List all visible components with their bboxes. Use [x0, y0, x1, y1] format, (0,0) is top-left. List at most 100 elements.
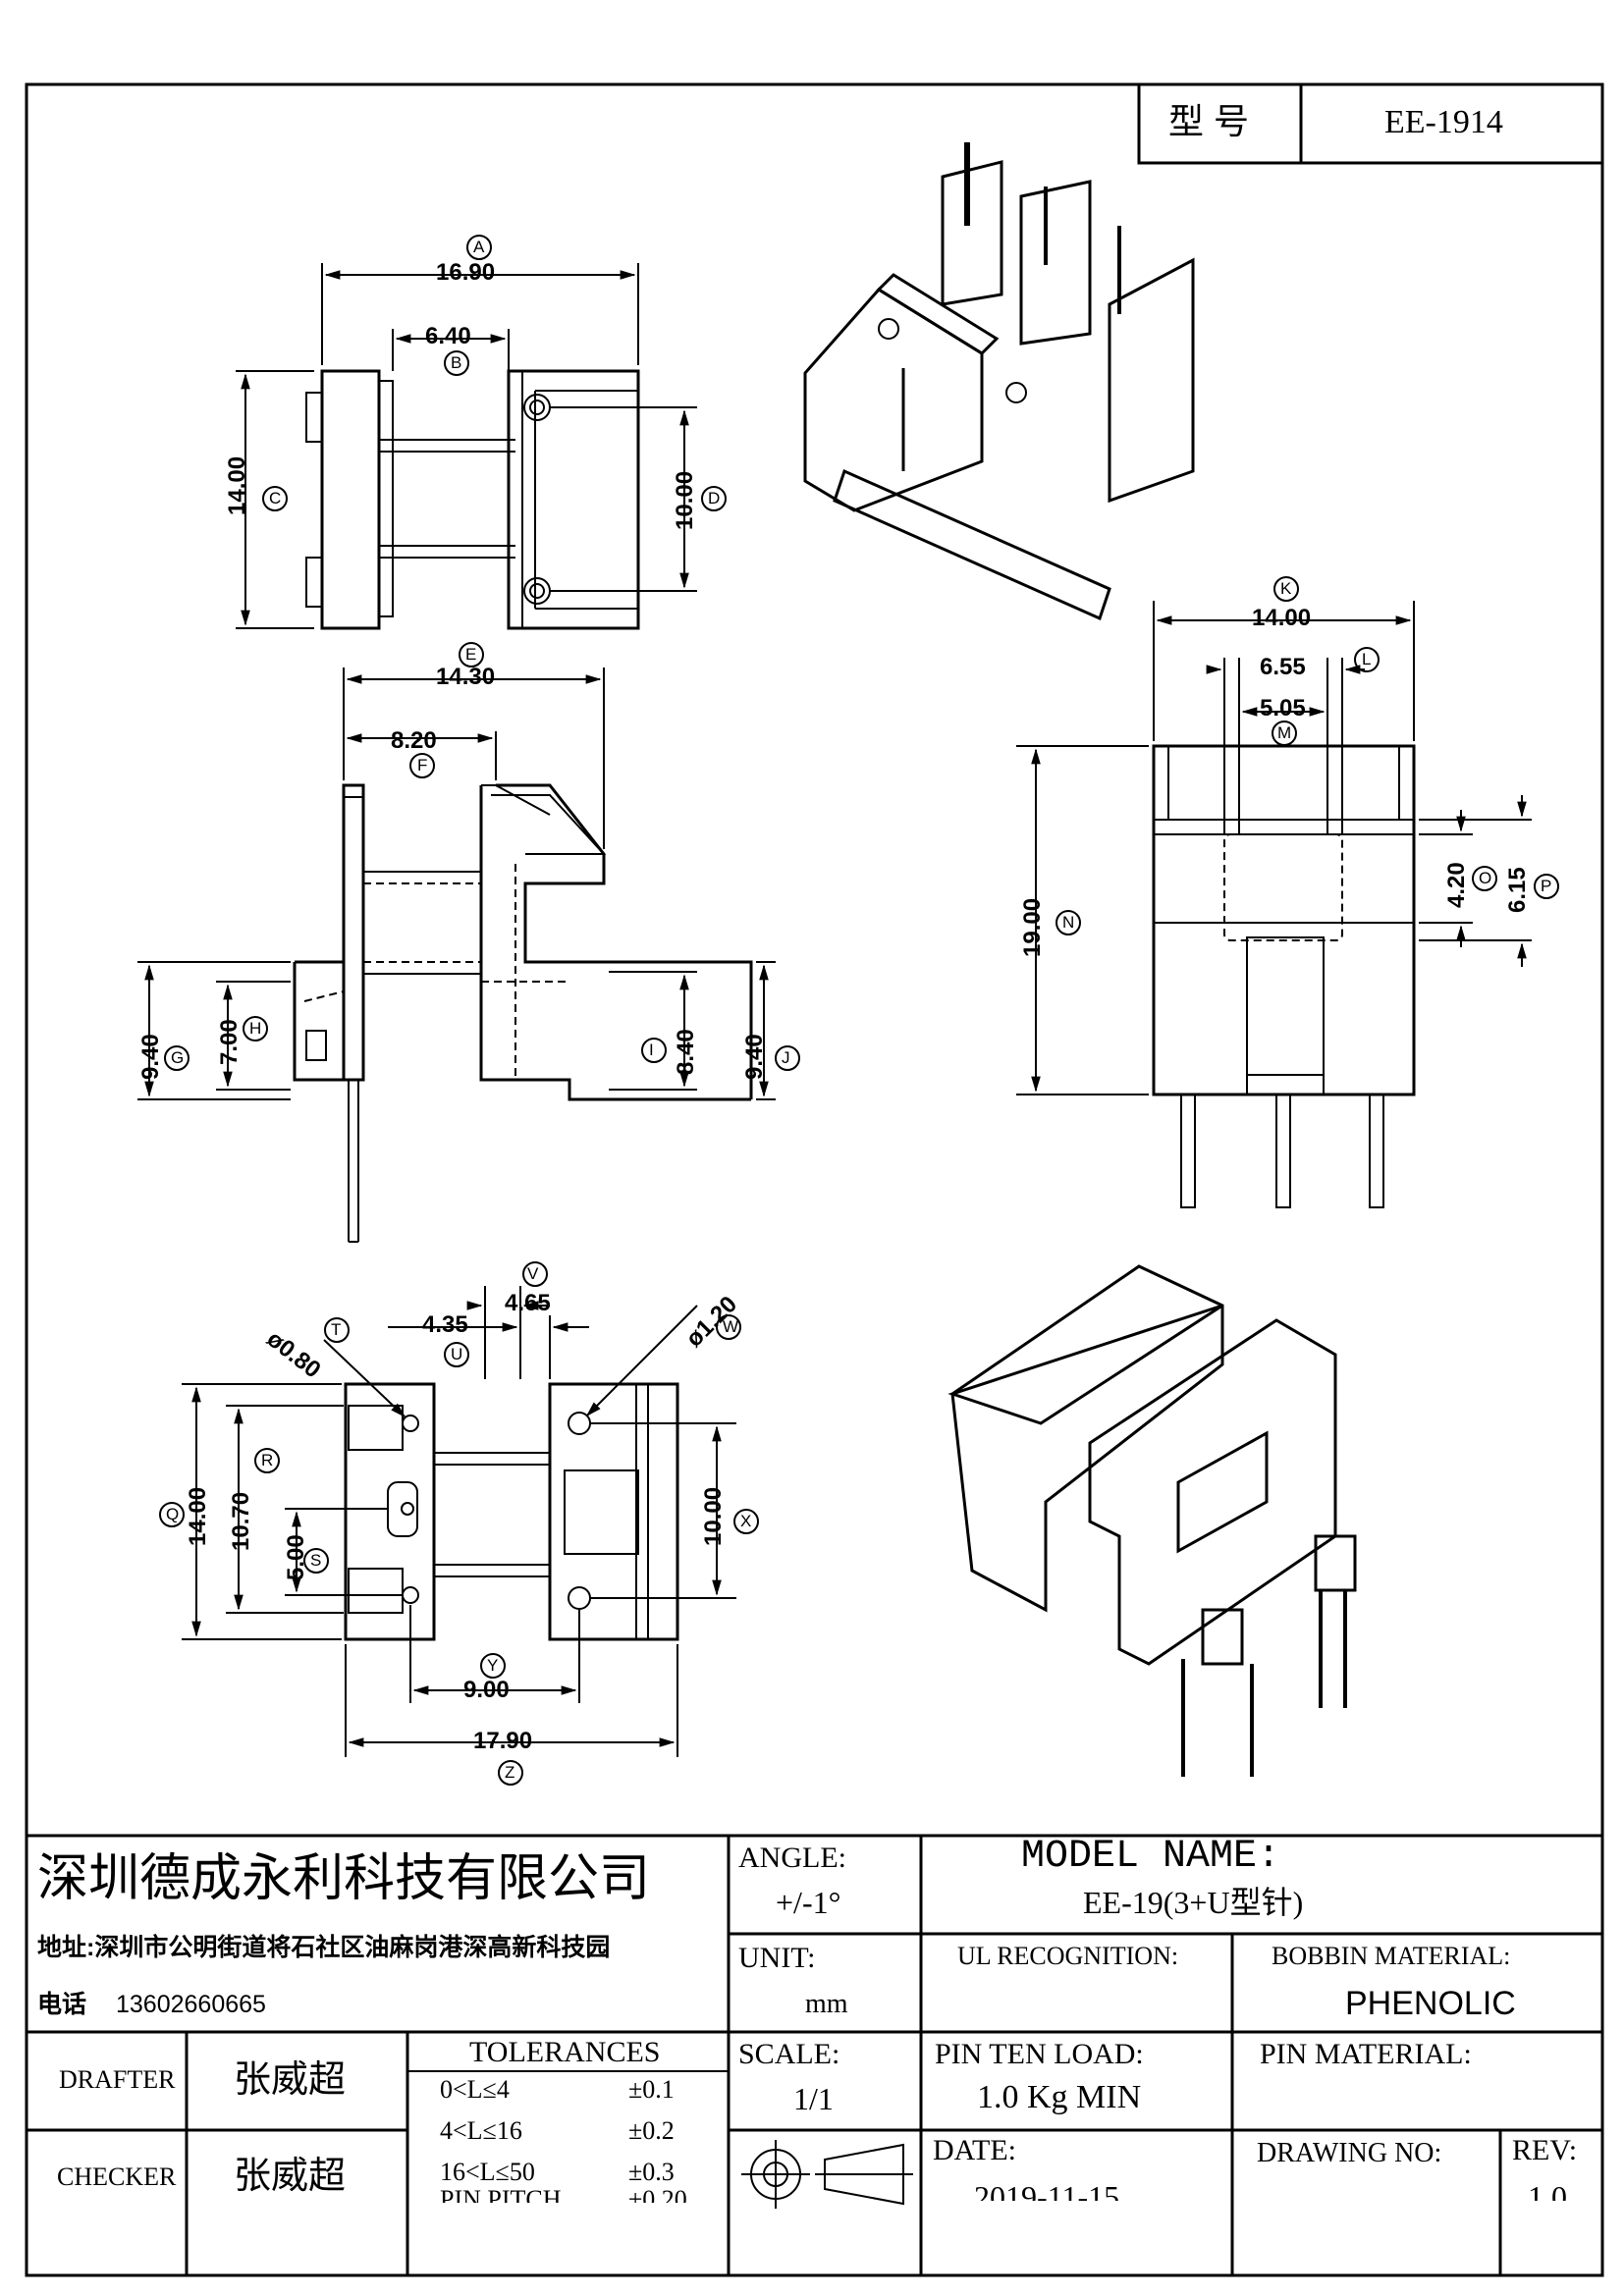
phone-label: 电话	[37, 1991, 87, 2018]
unit-value: mm	[805, 1989, 848, 2019]
angle-value: +/-1°	[776, 1885, 841, 1920]
pin-ten-load-value: 1.0 Kg MIN	[977, 2079, 1142, 2115]
dim-label-r: R	[261, 1451, 274, 1469]
tolerance-range: 16<L≤50	[440, 2158, 535, 2186]
dim-label-u: U	[451, 1345, 463, 1363]
checker-label: CHECKER	[57, 2163, 177, 2191]
pin-ten-load-label: PIN TEN LOAD:	[935, 2038, 1144, 2070]
model-header-box	[1137, 82, 1604, 165]
tolerance-range: 0<L≤4	[440, 2075, 510, 2104]
dim-label-d: D	[708, 489, 721, 507]
dim-label-v: V	[527, 1264, 539, 1283]
tolerance-value: ±0.20	[628, 2187, 687, 2203]
dim-value-v: 4.65	[505, 1290, 551, 1316]
dim-value-a: 16.90	[436, 259, 496, 286]
iso-view-top	[803, 142, 1195, 621]
rev-value: 1.0	[1528, 2181, 1567, 2201]
model-name-value: EE-19(3+U型针)	[1083, 1885, 1304, 1920]
dim-label-h: H	[249, 1019, 262, 1038]
date-value: 2019-11-15	[974, 2181, 1120, 2201]
unit-label: UNIT:	[738, 1942, 816, 1974]
scale-value: 1/1	[793, 2081, 834, 2116]
dim-value-u: 4.35	[422, 1311, 468, 1338]
dim-value-p: 6.15	[1504, 867, 1531, 913]
drafter-label: DRAFTER	[59, 2065, 176, 2094]
projection-symbol	[741, 2140, 913, 2209]
dim-value-h: 7.00	[216, 1019, 243, 1065]
dim-label-w: W	[723, 1317, 739, 1336]
rev-value-clip: 1.0	[1512, 2181, 1591, 2201]
dim-value-x: 10.00	[700, 1486, 727, 1546]
dim-value-b: 6.40	[425, 323, 471, 349]
dim-value-i: 8.40	[673, 1029, 699, 1075]
bobbin-material-value: PHENOLIC	[1345, 1985, 1516, 2022]
dim-value-d: 10.00	[672, 470, 698, 530]
dim-label-y: Y	[487, 1656, 499, 1675]
dim-label-p: P	[1541, 877, 1552, 895]
angle-label: ANGLE:	[738, 1842, 846, 1874]
tolerance-range: PIN PITCH	[440, 2187, 562, 2203]
drawing-no-label: DRAWING NO:	[1257, 2138, 1442, 2168]
dim-value-g: 9.40	[137, 1034, 164, 1080]
dim-label-a: A	[473, 238, 485, 256]
tolerances-label: TOLERANCES	[469, 2036, 661, 2068]
dim-value-e: 14.30	[436, 664, 496, 690]
dim-value-y: 9.00	[463, 1677, 510, 1703]
dim-label-t: T	[331, 1320, 342, 1339]
dim-label-s: S	[310, 1551, 322, 1570]
tolerances-table: 0<L≤4 ±0.1 4<L≤16 ±0.2 16<L≤50 ±0.3 PIN …	[412, 2073, 725, 2274]
phone-number: 13602660665	[116, 1991, 266, 2018]
dim-label-c: C	[269, 489, 282, 507]
tolerance-value: ±0.2	[628, 2116, 675, 2145]
dim-label-l: L	[1362, 650, 1372, 668]
dim-label-m: M	[1277, 723, 1292, 742]
model-value: EE-1914	[1384, 104, 1503, 140]
dim-label-x: X	[740, 1512, 752, 1530]
rev-label: REV:	[1512, 2134, 1578, 2166]
top-view-drawing	[305, 369, 640, 630]
scale-label: SCALE:	[738, 2038, 840, 2070]
dim-label-b: B	[451, 353, 462, 372]
tolerance-value: ±0.1	[628, 2075, 675, 2104]
dim-label-i: I	[649, 1041, 654, 1059]
dim-value-f: 8.20	[391, 727, 437, 754]
dim-value-j: 9.40	[741, 1034, 768, 1080]
dim-label-j: J	[782, 1048, 790, 1067]
company-name: 深圳德成永利科技有限公司	[37, 1850, 651, 1907]
front-view-drawing	[1152, 744, 1416, 1208]
dim-value-m: 5.05	[1260, 695, 1306, 721]
dim-value-l: 6.55	[1260, 654, 1306, 680]
dim-label-n: N	[1062, 913, 1075, 932]
bobbin-material-label: BOBBIN MATERIAL:	[1272, 1942, 1511, 1970]
iso-view-bottom	[947, 1264, 1357, 1777]
dim-label-z: Z	[505, 1763, 515, 1782]
dim-label-k: K	[1280, 579, 1292, 598]
dim-value-k: 14.00	[1252, 605, 1312, 631]
dim-value-q: 14.00	[185, 1486, 211, 1546]
date-label: DATE:	[933, 2134, 1016, 2166]
dim-value-c: 14.00	[224, 455, 250, 515]
tolerance-range: 4<L≤16	[440, 2116, 522, 2145]
dim-value-z: 17.90	[473, 1728, 533, 1754]
dim-value-r: 10.70	[228, 1491, 254, 1551]
date-value-clip: 2019-11-15	[962, 2181, 1218, 2201]
title-block	[27, 1834, 1602, 2275]
dim-label-f: F	[417, 756, 428, 774]
dim-label-q: Q	[166, 1505, 180, 1523]
dim-value-n: 19.00	[1019, 897, 1046, 957]
ul-recognition-label: UL RECOGNITION:	[957, 1942, 1179, 1970]
bottom-view-drawing	[344, 1382, 679, 1641]
dim-label-g: G	[171, 1048, 185, 1067]
dim-value-o: 4.20	[1443, 862, 1470, 908]
drafter-name: 张威超	[234, 2059, 347, 2101]
tolerance-value: ±0.3	[628, 2158, 675, 2186]
checker-name: 张威超	[234, 2156, 347, 2197]
side-view-drawing	[293, 783, 753, 1243]
model-name-label: MODEL NAME:	[1021, 1835, 1281, 1879]
dim-value-s: 5.00	[283, 1534, 309, 1580]
company-address: 地址:深圳市公明街道将石社区油麻岗港深高新科技园	[37, 1934, 611, 1961]
dim-label-e: E	[465, 645, 477, 664]
pin-material-label: PIN MATERIAL:	[1260, 2038, 1472, 2070]
model-label: 型 号	[1168, 101, 1250, 141]
